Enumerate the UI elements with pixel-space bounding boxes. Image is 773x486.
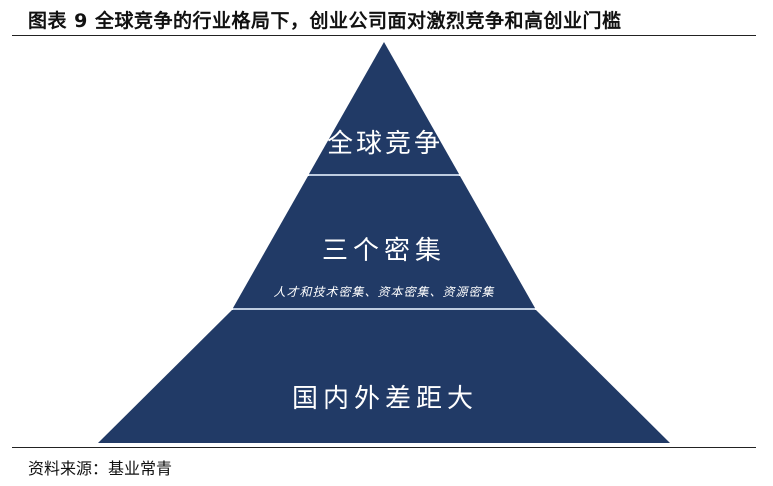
pyramid-tier-middle	[233, 176, 535, 308]
footer-divider	[12, 447, 756, 448]
tier-sublabel-middle: 人才和技术密集、资本密集、资源密集	[273, 285, 494, 299]
tier-label-bottom: 国内外差距大	[292, 384, 478, 414]
figure-title: 图表 9 全球竞争的行业格局下，创业公司面对激烈竞争和高创业门槛	[28, 10, 622, 32]
source-note: 资料来源：基业常青	[28, 459, 173, 478]
pyramid-tier-bottom	[98, 310, 670, 443]
pyramid-tier-top	[309, 42, 459, 174]
tier-label-middle: 三个密集	[322, 236, 446, 266]
title-divider	[12, 35, 756, 36]
tier-label-top: 全球竞争	[327, 129, 443, 159]
